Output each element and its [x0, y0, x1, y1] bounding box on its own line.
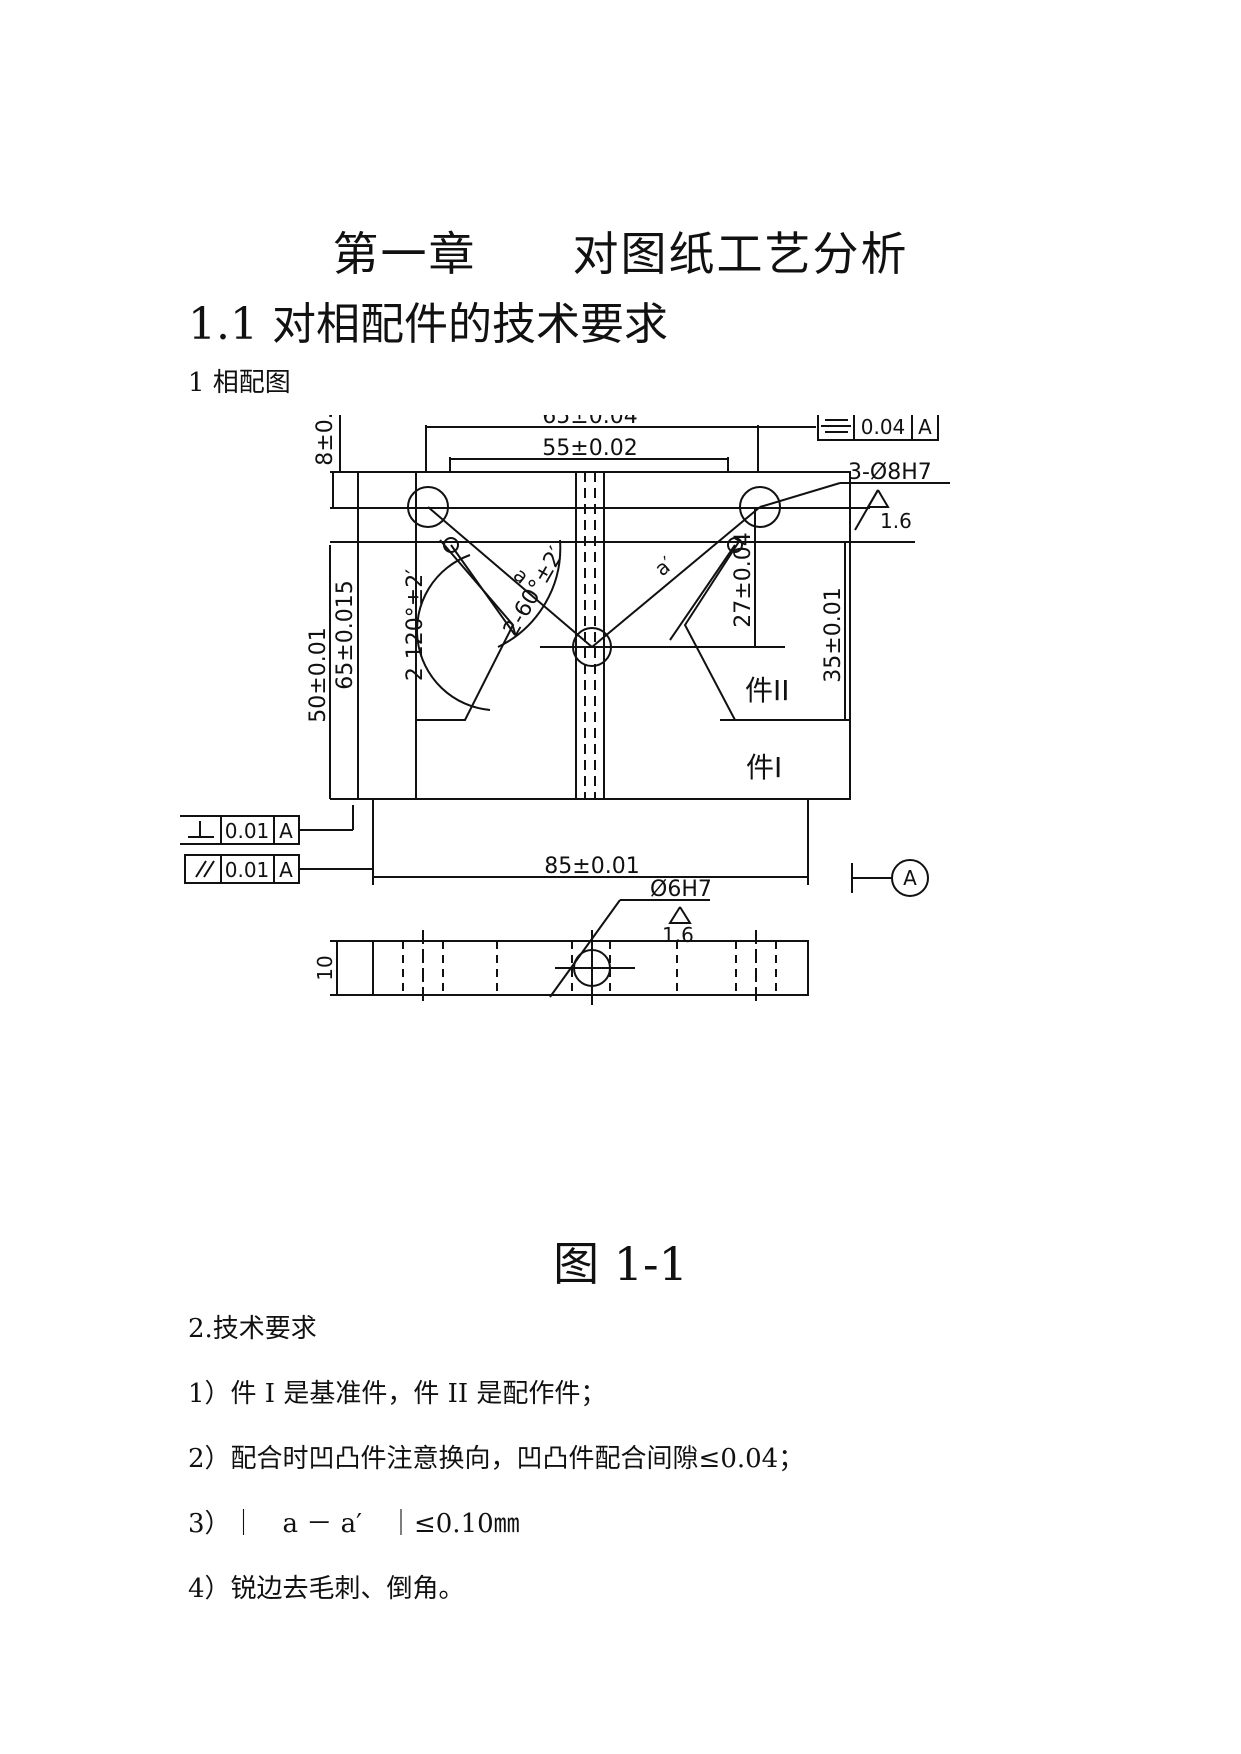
perp-value: 0.01	[225, 819, 270, 843]
dim-65-004: 65±0.04	[542, 415, 637, 429]
dim-50-001: 50±0.01	[306, 627, 331, 722]
symmetry-datum: A	[918, 415, 932, 439]
holes-label: 3-Ø8H7	[848, 460, 932, 485]
dim-thickness: 10	[313, 955, 337, 980]
requirements-heading: 2.技术要求	[188, 1314, 317, 1344]
chapter-title: 第一章 对图纸工艺分析	[332, 227, 909, 281]
figure-caption: 图 1-1	[553, 1237, 688, 1291]
dim-8-004: 8±0.04	[313, 415, 338, 466]
symmetry-value: 0.04	[861, 415, 906, 439]
perp-datum: A	[279, 819, 293, 843]
part-one-label: 件I	[746, 751, 782, 784]
angle-120: 2-120°±2′	[403, 569, 428, 681]
datum-a-label: A	[903, 866, 917, 890]
roughness-top: 1.6	[880, 509, 912, 533]
label-a-prime: a′	[650, 551, 679, 580]
dim-55-002: 55±0.02	[542, 436, 637, 461]
requirement-item-4: 4）锐边去毛刺、倒角。	[188, 1574, 465, 1604]
dim-35-001: 35±0.01	[821, 587, 846, 682]
hole-small-label: Ø6H7	[650, 877, 712, 902]
sub-heading: 1 相配图	[188, 368, 291, 398]
dim-65-0015: 65±0.015	[333, 580, 358, 689]
angle-60: 2-60°±2′	[499, 543, 570, 641]
assembly-drawing: 65±0.04 55±0.02 8±0.04 50±0.01 65±0.015 …	[180, 415, 950, 1005]
dim-85-001: 85±0.01	[544, 854, 639, 879]
requirement-item-3: 3）｜ a － a′ ｜≤0.10㎜	[188, 1509, 520, 1539]
parallel-value: 0.01	[225, 858, 270, 882]
requirement-item-2: 2）配合时凹凸件注意换向，凹凸件配合间隙≤0.04；	[188, 1444, 805, 1474]
requirement-item-1: 1）件 I 是基准件，件 II 是配作件；	[188, 1379, 607, 1409]
dim-27-004: 27±0.04	[731, 532, 756, 627]
roughness-bottom: 1.6	[662, 923, 694, 947]
parallel-datum: A	[279, 858, 293, 882]
part-two-label: 件II	[745, 674, 790, 707]
section-title: 1.1 对相配件的技术要求	[188, 299, 668, 350]
plate-outline	[415, 471, 851, 800]
